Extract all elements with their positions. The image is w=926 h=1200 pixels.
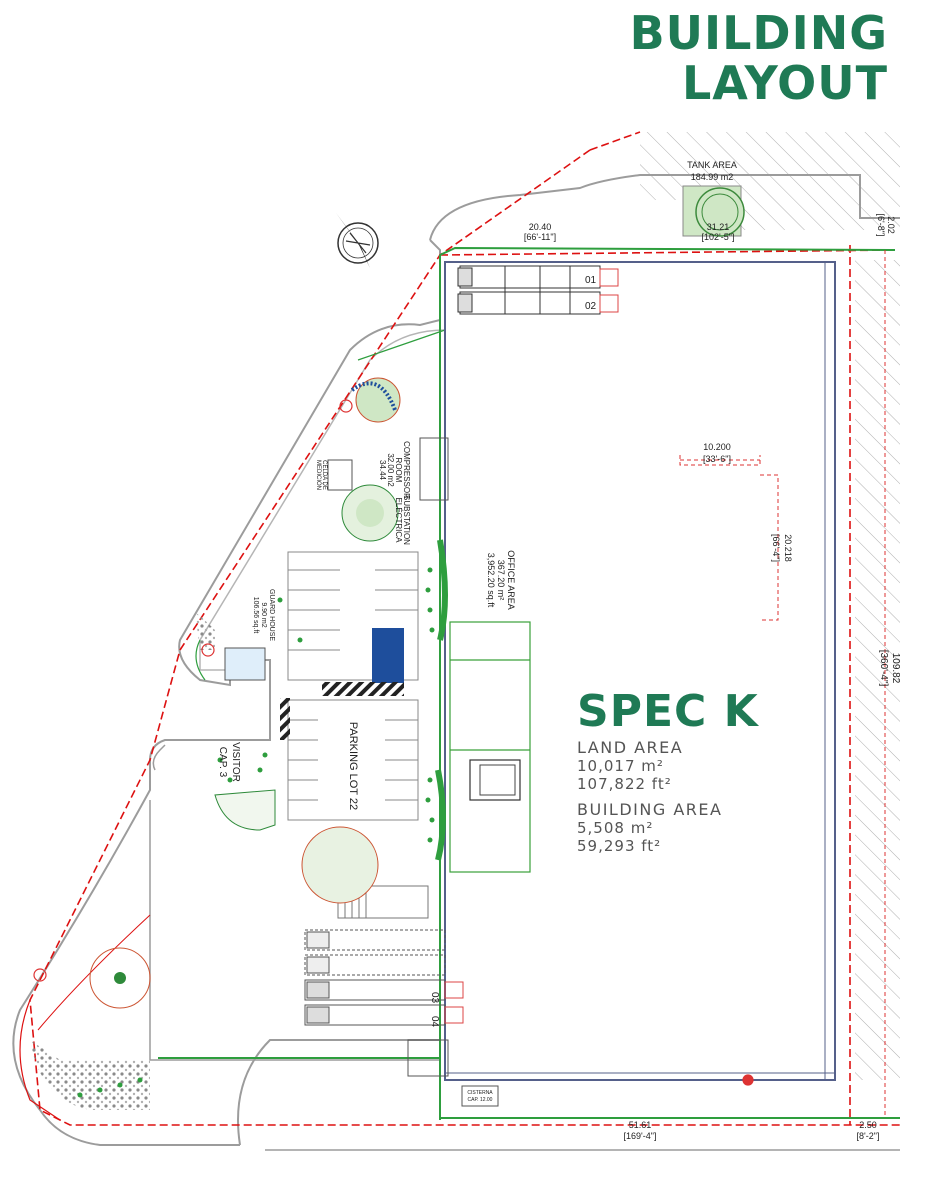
parking-lot-label: PARKING LOT 22 — [347, 722, 359, 810]
guard-house-label: GUARD HOUSE — [268, 589, 275, 641]
main-building — [444, 261, 836, 1081]
guard-house-m2: 9.90 m2 — [260, 602, 267, 627]
dim-bay-h-ft: [66'-4"] — [771, 534, 781, 562]
building-area-label: BUILDING AREA — [577, 800, 723, 819]
dim-top-left: 20.40 — [529, 222, 552, 232]
dim-right-top-ft: [6'-8"] — [876, 214, 886, 237]
property-line — [29, 131, 900, 1126]
compressor-room — [419, 437, 449, 501]
building-area-ft2: 59,293 ft² — [577, 837, 662, 855]
dock-02-label: 02 — [585, 301, 597, 312]
neighbor-hatch-top — [640, 132, 900, 230]
visitor-cap-label: CAP. 3 — [217, 747, 228, 778]
dim-bottom-right: 2.50 — [859, 1120, 877, 1130]
guard-house-ft: 106.56 sq.ft — [252, 597, 259, 634]
entrance-icons — [33, 399, 754, 1086]
cisterna-box — [461, 1085, 499, 1107]
cisterna-cap-label: CAP. 12.00 — [468, 1097, 493, 1103]
crosswalk — [322, 682, 404, 696]
spec-title: SPEC K — [577, 686, 759, 737]
land-area-m2: 10,017 m² — [577, 757, 664, 775]
dock-group-top — [457, 265, 619, 315]
site-perimeter-left — [12, 239, 441, 1146]
road-bottom — [237, 1039, 440, 1146]
visitor-label: VISITOR — [230, 742, 241, 782]
green-fence — [158, 246, 900, 1120]
accessible-parking — [372, 628, 404, 683]
dim-right-side: 109.82 — [890, 653, 901, 684]
page-title: BUILDING LAYOUT — [630, 8, 888, 108]
building-area-m2: 5,508 m² — [577, 819, 654, 837]
office-area-label: OFFICE AREA — [506, 550, 516, 610]
celda-label: CELDA DE — [321, 460, 327, 490]
compressor-label: COMPRESSOR — [402, 441, 411, 499]
dim-bottom-right-ft: [8'-2"] — [857, 1131, 880, 1141]
tank-area-label: TANK AREA — [687, 160, 737, 170]
dock-01-label: 01 — [585, 275, 597, 286]
site-perimeter-inner — [199, 329, 446, 671]
substation-sub-label: ELÉCTRICA — [394, 498, 403, 544]
office-area-m2: 367.20 m² — [496, 560, 506, 601]
dim-bay-h: 20.218 — [783, 534, 793, 562]
land-area-ft2: 107,822 ft² — [577, 775, 672, 793]
office-area — [449, 621, 531, 873]
dim-bay-w: 10.200 — [703, 442, 731, 452]
dim-bay-w-ft: [33'-6"] — [703, 454, 731, 464]
dim-bottom-ft: [169'-4"] — [624, 1131, 657, 1141]
building-area-block: BUILDING AREA 5,508 m² 59,293 ft² — [577, 800, 722, 855]
site-perimeter — [429, 174, 900, 241]
celda-label-2: MEDICIÓN — [315, 460, 322, 490]
dim-top-left-ft: [66'-11"] — [524, 232, 556, 242]
landscape — [30, 377, 401, 1110]
neighbor-hatch-right — [855, 260, 900, 1080]
title-line-1: BUILDING — [629, 6, 888, 60]
dim-tank-ft: [102'-5"] — [702, 232, 735, 242]
office-area-ft: 3,952.20 sq.ft — [486, 553, 496, 608]
land-area-label: LAND AREA — [577, 738, 684, 757]
title-line-2: LAYOUT — [681, 56, 888, 110]
tank-area-size: 184.99 m2 — [691, 172, 734, 182]
substation-label: SUBSTATION — [402, 495, 411, 545]
celda-medicion — [327, 459, 353, 491]
north-arrow-icon — [336, 213, 379, 268]
dock-group-bottom — [304, 929, 464, 1026]
dock-04-label: 04 — [429, 1016, 440, 1028]
tree-dots — [77, 567, 435, 1098]
cisterna-label: CISTERNA — [467, 1090, 493, 1096]
crosswalk-2 — [280, 698, 290, 740]
dock-03-label: 03 — [429, 992, 440, 1004]
compressor-size: 32.00 m2 — [386, 453, 395, 487]
land-area-block: LAND AREA 10,017 m² 107,822 ft² — [577, 738, 683, 793]
parking-lot — [287, 551, 419, 821]
dim-bottom: 51.61 — [629, 1120, 652, 1130]
dim-right-top: 2.02 — [886, 216, 896, 234]
dim-tank: 31.21 — [707, 222, 730, 232]
compressor-room-label: ROOM — [394, 458, 403, 483]
guard-house — [224, 647, 266, 681]
compressor-size-2: 34.44 — [378, 460, 387, 481]
dim-right-side-ft: [360'-4"] — [878, 650, 889, 687]
